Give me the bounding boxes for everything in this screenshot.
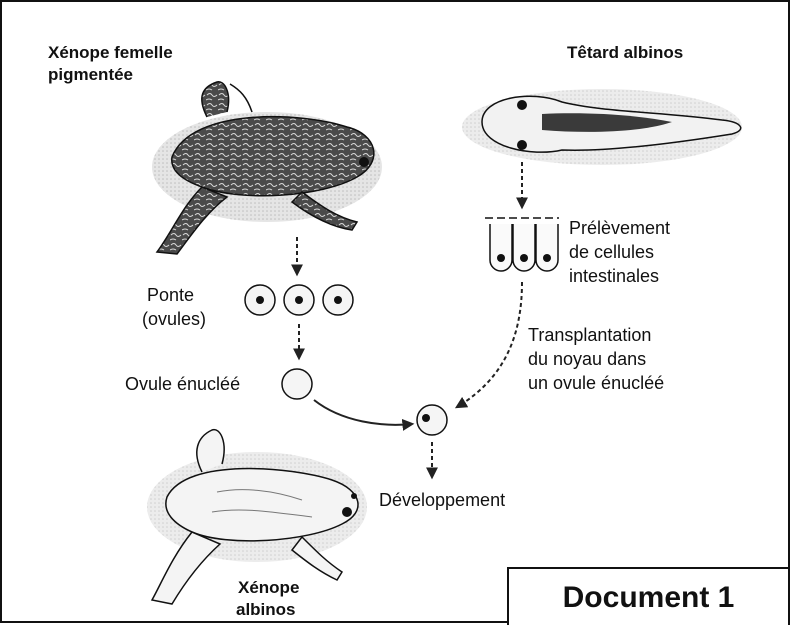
intestinal-cells (485, 218, 559, 271)
label-transplant-line3: un ovule énucléé (528, 371, 664, 395)
albino-tadpole (462, 89, 742, 165)
pigmented-female-frog (152, 82, 382, 254)
label-laying-line2: (ovules) (142, 307, 206, 331)
document-title: Document 1 (509, 581, 788, 615)
label-female-frog-line1: Xénope femelle (48, 42, 173, 64)
label-sampling-line3: intestinales (569, 264, 659, 288)
label-sampling-line1: Prélèvement (569, 216, 670, 240)
label-tadpole: Têtard albinos (567, 42, 683, 64)
label-enucleated: Ovule énucléé (125, 372, 240, 396)
label-sampling-line2: de cellules (569, 240, 654, 264)
label-albino-frog-line1: Xénope (238, 577, 299, 599)
label-albino-frog-line2: albinos (236, 599, 296, 621)
arrow-nucleus-transplant (457, 282, 522, 407)
label-development: Développement (379, 488, 505, 512)
enucleated-ovum (282, 369, 312, 399)
label-transplant-line2: du noyau dans (528, 347, 646, 371)
egg-cells-group (245, 285, 353, 315)
arrow-enucleated-to-zygote (314, 400, 412, 425)
reconstituted-egg (417, 405, 447, 435)
label-transplant-line1: Transplantation (528, 323, 651, 347)
label-female-frog-line2: pigmentée (48, 64, 133, 86)
frog-eye (359, 157, 369, 167)
document-title-box: Document 1 (507, 567, 790, 625)
label-laying-line1: Ponte (147, 283, 194, 307)
